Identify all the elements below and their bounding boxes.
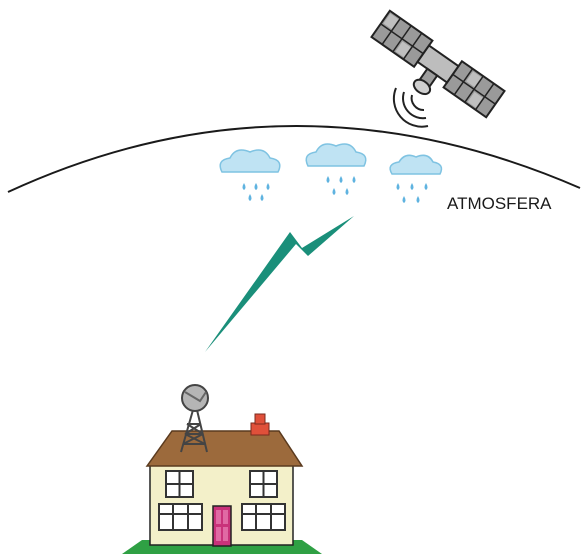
rain-cloud-middle [305,143,367,195]
window-upper-right [249,470,278,498]
satellite-left-panel [370,9,434,69]
atmosphere-arc [7,125,581,193]
window-lower-left [158,503,203,531]
house-icon [145,413,304,547]
satellite-icon [370,9,506,119]
window-upper-left [165,470,194,498]
satellite-right-panel [442,59,506,119]
rain-cloud-right [389,154,443,203]
rain-cloud-left [219,149,281,201]
lightning-signal-icon [205,216,354,352]
window-lower-right [241,503,286,531]
satellite-waves [392,87,429,128]
satellite-dish-icon [180,384,209,453]
chimney [250,413,270,436]
atmosphere-label: ATMOSFERA [447,194,552,213]
house-roof [145,430,304,467]
house-door [212,505,232,547]
